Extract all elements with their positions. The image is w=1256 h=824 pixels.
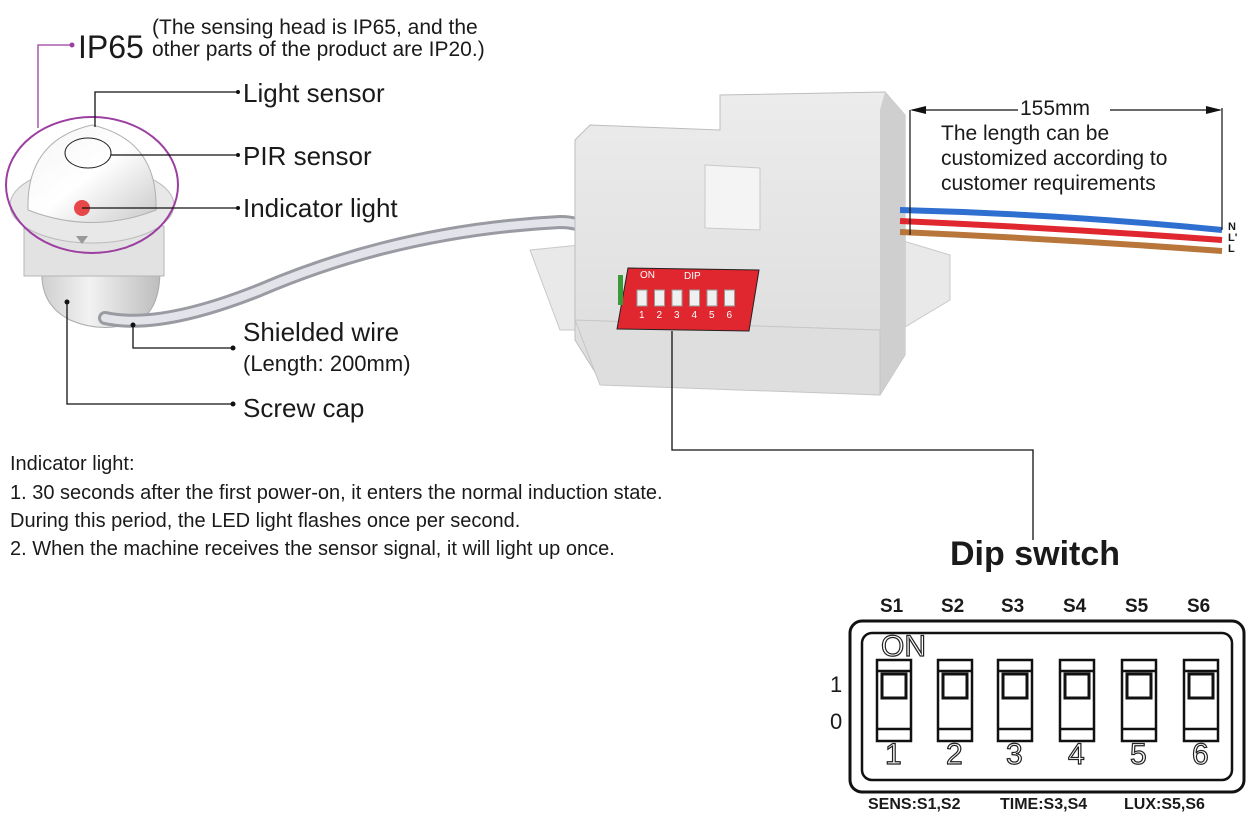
indicator-note-3: 2. When the machine receives the sensor …	[10, 538, 615, 560]
switch-label-s4: S4	[1063, 596, 1087, 617]
footer-sens: SENS:S1,S2	[868, 796, 961, 813]
switch-number-2: 2	[945, 737, 963, 771]
dip-switch-4	[1058, 658, 1096, 743]
shielded-wire	[98, 214, 607, 328]
indicator-notes-title: Indicator light:	[10, 453, 135, 475]
cable-note-2: customized according to	[941, 147, 1168, 170]
ip-note-line2: other parts of the product are IP20.)	[152, 38, 485, 61]
module-dip-toggle	[706, 289, 718, 307]
wire-l	[899, 229, 1223, 254]
module-dip-block	[616, 267, 760, 332]
dimension-155mm	[909, 106, 1223, 235]
ip65-rating: IP65	[78, 29, 144, 65]
dip-switch-6	[1182, 658, 1220, 743]
switch-label-s1: S1	[880, 596, 904, 617]
cable-note-3: customer requirements	[941, 172, 1156, 195]
switch-label-s2: S2	[941, 596, 965, 617]
module-dip-number: 1	[639, 310, 645, 321]
pir-sensor-label: PIR sensor	[243, 141, 372, 171]
switch-label-s3: S3	[1001, 596, 1025, 617]
screw-cap-leader	[66, 302, 233, 405]
switch-number-3: 3	[1005, 737, 1023, 771]
ip65-leader	[37, 44, 72, 128]
wire-l-prime	[899, 218, 1223, 243]
module-dip-number: 4	[692, 310, 698, 321]
switch-number-1: 1	[884, 737, 902, 771]
dip-switch-3	[996, 658, 1034, 743]
wire-label-n: N	[1228, 221, 1236, 233]
indicator-note-1: 1. 30 seconds after the first power-on, …	[10, 482, 663, 504]
dip-on-label: ON	[880, 629, 926, 663]
module-dip-toggle	[689, 289, 700, 307]
cable-note-1: The length can be	[941, 122, 1110, 145]
module-dip-toggle	[654, 289, 665, 307]
dip-toggle-knob	[1187, 672, 1215, 700]
dip-switch-title: Dip switch	[950, 535, 1121, 573]
output-wires	[899, 207, 1223, 254]
sensor-dome	[27, 124, 157, 223]
dip-switch-diagram	[848, 619, 1246, 794]
switch-number-5: 5	[1129, 737, 1147, 771]
switch-number-6: 6	[1191, 737, 1209, 771]
module-dip-on: ON	[640, 270, 655, 281]
cable-length: 155mm	[1020, 97, 1091, 120]
pir-outline	[64, 137, 112, 169]
indicator-note-2: During this period, the LED light flashe…	[10, 510, 521, 532]
module-dip-toggle	[671, 289, 683, 307]
position-1-label: 1	[830, 672, 843, 697]
module-dip-number: 5	[709, 310, 715, 321]
dip-toggle-knob	[1063, 672, 1091, 700]
wire-leader	[132, 325, 233, 349]
dip-toggle-knob	[1125, 672, 1153, 700]
shielded-wire-length: (Length: 200mm)	[243, 351, 411, 376]
ip-note-line1: (The sensing head is IP65, and the	[152, 16, 478, 39]
ip65-ring	[5, 116, 179, 254]
module-dip-number: 2	[657, 310, 663, 321]
sensor-head	[5, 116, 179, 328]
switch-label-s6: S6	[1187, 596, 1211, 617]
dip-leader	[671, 331, 1034, 540]
screw-cap-body	[41, 269, 161, 328]
position-0-label: 0	[830, 709, 843, 734]
module-dip-toggle	[724, 289, 735, 307]
wire-n	[899, 207, 1223, 233]
dip-toggle-knob	[941, 672, 969, 700]
wire-label-l-prime: L'	[1228, 232, 1238, 244]
shielded-wire-label: Shielded wire	[243, 317, 400, 347]
dip-switch-5	[1120, 658, 1158, 743]
module-dip-label: DIP	[684, 271, 701, 282]
dip-toggle-knob	[880, 672, 908, 700]
indicator-light-label: Indicator light	[243, 193, 398, 223]
wire-label-l: L	[1228, 243, 1235, 255]
dip-switch-1	[875, 658, 913, 743]
dip-toggle-knob	[1001, 672, 1029, 700]
module-dip-toggle	[636, 289, 648, 307]
footer-lux: LUX:S5,S6	[1124, 796, 1205, 813]
dip-switch-2	[936, 658, 974, 743]
switch-label-s5: S5	[1125, 596, 1149, 617]
light-sensor-leader	[94, 91, 238, 127]
module-dip-number: 6	[727, 310, 733, 321]
footer-time: TIME:S3,S4	[1000, 796, 1088, 813]
module-dip-number: 3	[674, 310, 680, 321]
switch-number-4: 4	[1067, 737, 1085, 771]
light-sensor-label: Light sensor	[243, 78, 385, 108]
screw-cap-label: Screw cap	[243, 393, 365, 423]
